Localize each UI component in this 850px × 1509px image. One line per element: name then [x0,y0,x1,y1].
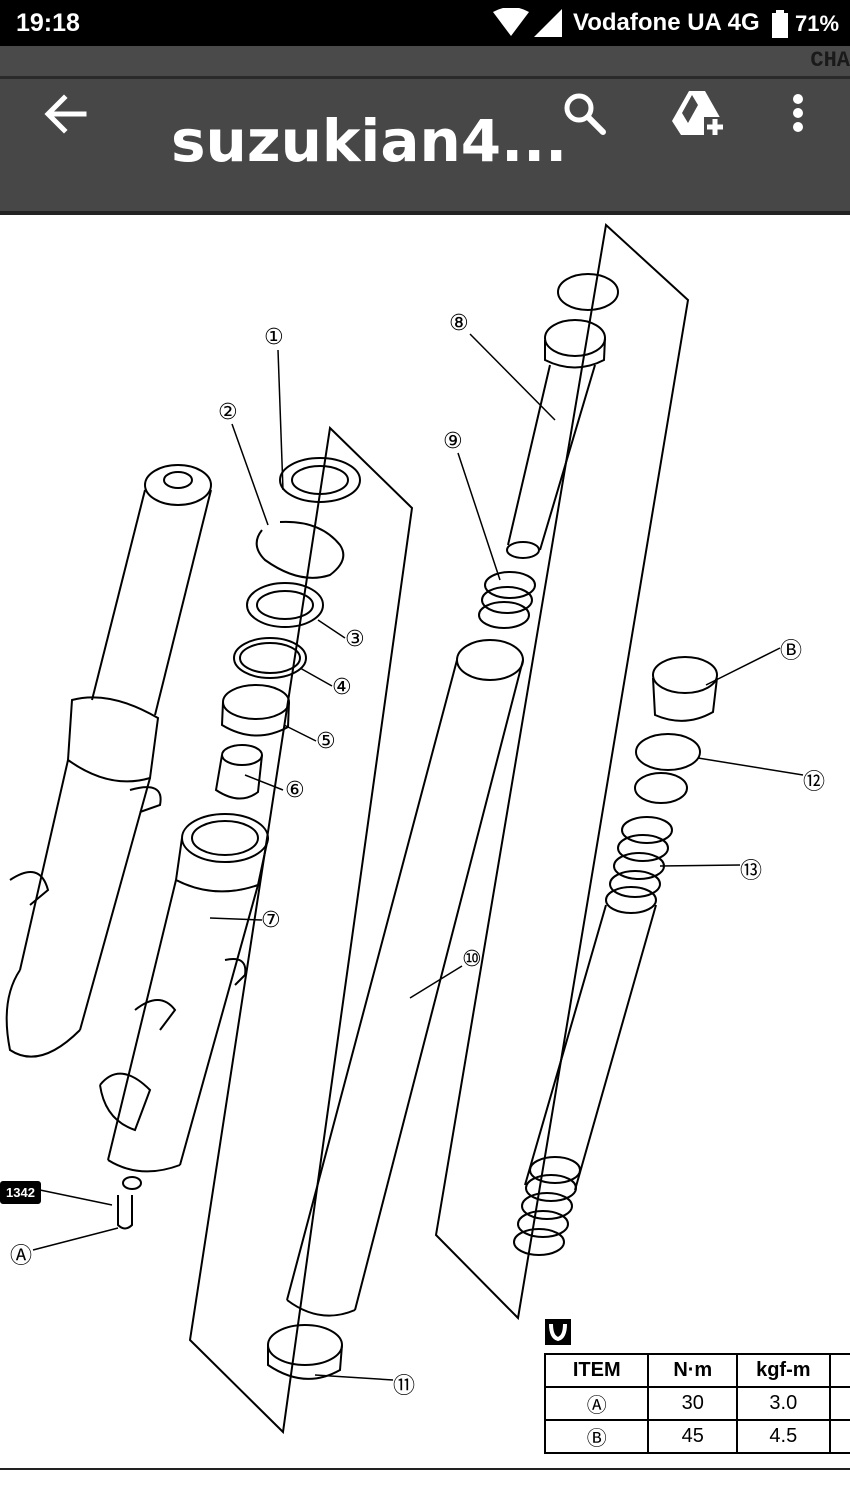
document-header-text: CHA [810,48,850,73]
document-page[interactable]: ① ② ③ ④ ⑤ ⑥ ⑦ ⑧ ⑨ ⑩ ⑪ ⑫ ⑬ Ⓐ Ⓑ 1342 [0,215,850,1470]
spring-assembly-drawing [513,656,718,1256]
status-bar: 19:18 Vodafone UA 4G 71% [0,0,850,46]
callout-7: ⑦ [261,908,281,933]
outer-fork-drawing [5,464,212,1058]
callout-9: ⑨ [443,429,463,454]
frame-right [434,223,690,1321]
damper-rod-drawing [506,273,619,559]
search-icon[interactable] [563,92,607,136]
status-carrier: Vodafone UA 4G [573,9,760,36]
app-toolbar: suzukian4... [0,79,850,215]
torque-table: ITEM N·m kgf-m Ⓐ 30 3.0 Ⓑ 45 4.5 [543,1353,850,1454]
callout-a: Ⓐ [10,1244,33,1269]
table-header-kgfm: kgf-m [736,1353,831,1388]
table-header-row: ITEM N·m kgf-m [543,1353,850,1388]
callout-4: ④ [332,675,352,700]
status-time: 19:18 [16,9,80,37]
status-battery: 71% [795,11,840,36]
table-header-cut [828,1353,850,1388]
signal-icon [534,9,562,37]
table-cell-cut [828,1386,850,1421]
table-cell-cut [828,1419,850,1454]
callout-3: ③ [345,627,365,652]
table-cell: Ⓐ [543,1386,650,1421]
leader-lines [32,333,804,1381]
table-cell: 4.5 [736,1419,831,1454]
seal-parts [214,457,361,800]
callout-11: ⑪ [393,1374,416,1399]
callout-2: ② [218,400,238,425]
callout-5: ⑤ [316,729,336,754]
document-title: suzukian4... [171,107,568,175]
document-header-strip: CHA [0,46,850,79]
table-header-item: ITEM [543,1353,650,1388]
threadlock-badge: 1342 [0,1181,41,1204]
add-to-drive-icon[interactable] [672,91,726,137]
table-row: Ⓐ 30 3.0 [543,1386,850,1421]
fork-exploded-diagram [5,223,804,1435]
table-row: Ⓑ 45 4.5 [543,1419,850,1454]
table-cell: 45 [647,1419,739,1454]
torque-wrench-icon [545,1319,571,1345]
frame-left [188,425,414,1435]
bolt-a-drawing [117,1176,142,1230]
callout-6: ⑥ [285,778,305,803]
callout-b: Ⓑ [780,639,803,664]
table-cell: 3.0 [736,1386,831,1421]
table-cell: 30 [647,1386,739,1421]
callout-13: ⑬ [740,859,763,884]
table-cell: Ⓑ [543,1419,650,1454]
callout-1: ① [264,325,284,350]
battery-icon [772,10,788,38]
callout-12: ⑫ [803,770,826,795]
rebound-spring-drawing [478,571,536,629]
page-divider [0,1468,850,1470]
more-vert-icon[interactable] [791,93,805,137]
callout-8: ⑧ [449,311,469,336]
wifi-icon [493,8,529,36]
arrow-back-icon[interactable] [44,94,88,134]
table-header-nm: N·m [647,1353,739,1388]
inner-tube-drawing [267,639,524,1380]
callout-10: ⑩ [462,947,482,972]
